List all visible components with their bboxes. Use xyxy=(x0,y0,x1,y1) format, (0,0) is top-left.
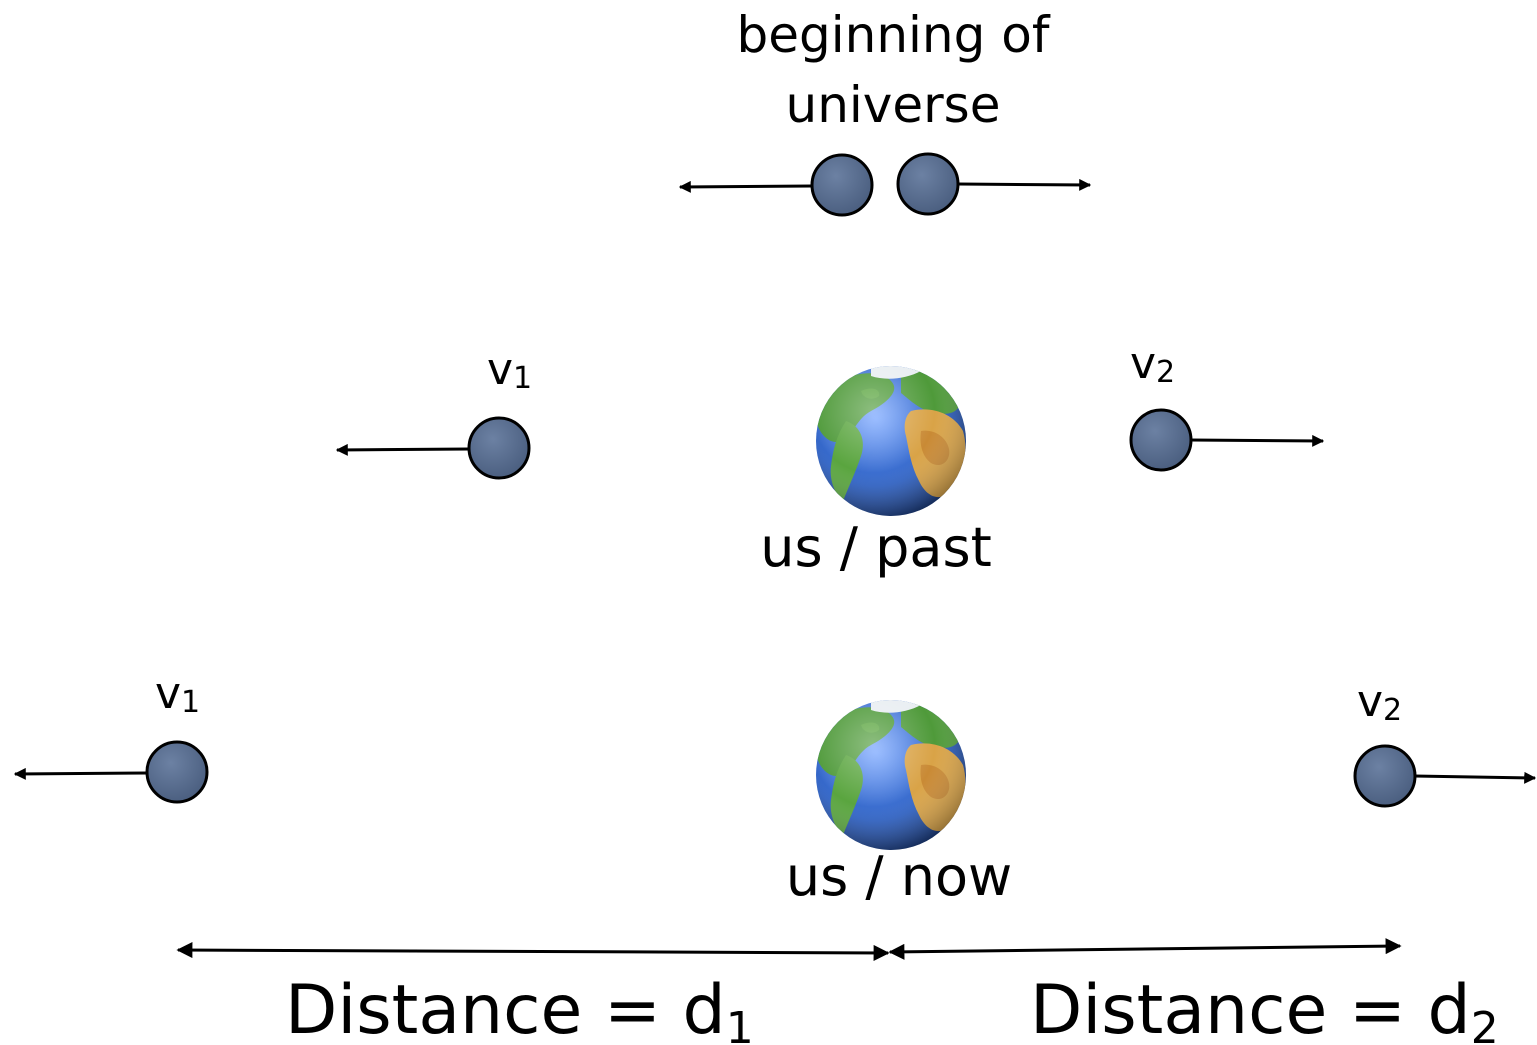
arrow-icon xyxy=(1189,434,1325,447)
galaxy-circle-icon xyxy=(1353,744,1417,808)
past-left-velocity-label: v1 xyxy=(487,344,532,396)
distance-d1-arrow xyxy=(176,942,890,961)
earth-past-label: us / past xyxy=(760,516,992,579)
title-line-2: universe xyxy=(786,76,1001,134)
now-left-velocity-label: v1 xyxy=(155,668,200,720)
galaxy-circle-icon xyxy=(810,153,874,217)
title-line-1: beginning of xyxy=(737,6,1051,64)
galaxy-circle-icon xyxy=(896,152,960,216)
arrow-icon xyxy=(335,443,471,456)
earth-globe-icon xyxy=(816,697,966,850)
galaxy-circle-icon xyxy=(145,740,209,804)
past-right-velocity-label: v2 xyxy=(1130,338,1175,390)
galaxy-circle-icon xyxy=(1129,408,1193,472)
arrow-icon xyxy=(678,180,813,193)
distance-d2-arrow xyxy=(888,938,1402,960)
distance-d1-label: Distance = d1 xyxy=(285,971,754,1045)
galaxy-circle-icon xyxy=(467,416,531,480)
distance-d2-label: Distance = d2 xyxy=(1030,971,1499,1045)
arrow-icon xyxy=(1413,771,1537,784)
earth-now-label: us / now xyxy=(786,845,1012,908)
arrow-icon xyxy=(13,767,149,780)
now-right-velocity-label: v2 xyxy=(1357,676,1402,728)
arrow-icon xyxy=(957,178,1092,191)
earth-globe-icon xyxy=(816,363,966,516)
